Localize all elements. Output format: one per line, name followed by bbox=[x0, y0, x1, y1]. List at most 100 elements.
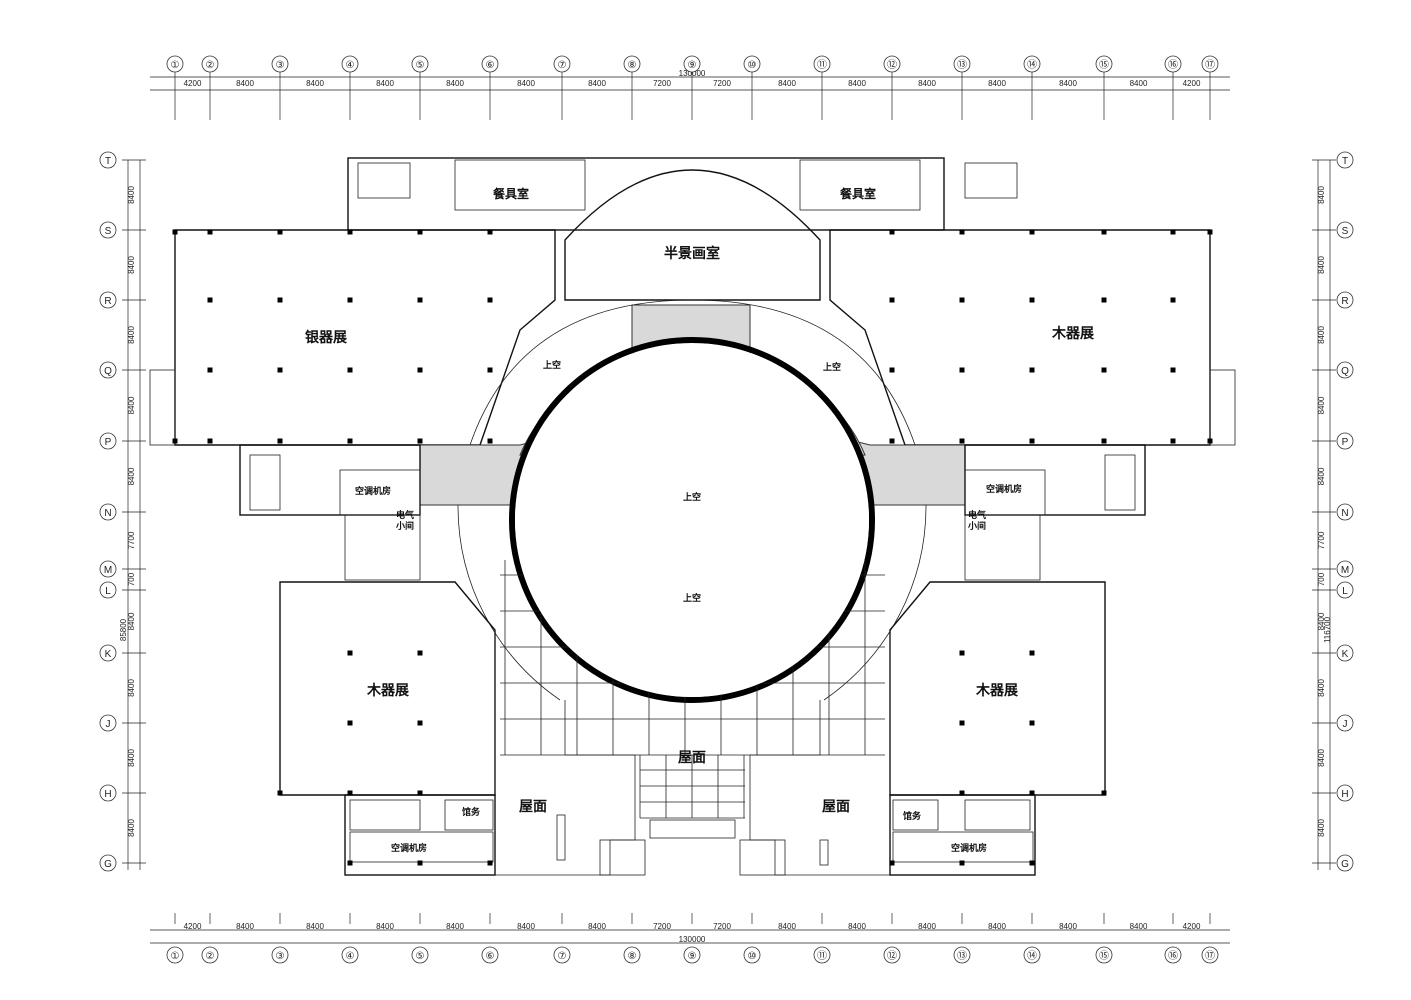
column bbox=[1170, 367, 1176, 373]
label-elec-right-1: 电气 bbox=[968, 509, 986, 521]
column bbox=[1101, 438, 1107, 444]
axis-label: J bbox=[1343, 719, 1348, 730]
axis-label: ⑨ bbox=[688, 60, 697, 71]
axis-label: ⑭ bbox=[1027, 950, 1037, 962]
dimension-label: 4200 bbox=[184, 79, 202, 88]
dimension-label: 8400 bbox=[1317, 612, 1326, 630]
axis-label: ④ bbox=[346, 60, 355, 71]
axis-bubble bbox=[1336, 151, 1354, 169]
axis-label: K bbox=[105, 649, 112, 660]
building bbox=[149, 157, 1236, 876]
axis-label: ⑫ bbox=[887, 59, 897, 71]
axis-label: ① bbox=[171, 60, 180, 71]
room-labels: 餐具室 餐具室 半景画室 银器展 木器展 上空 上空 上空 上空 空调机房 空调… bbox=[305, 186, 1094, 854]
axis-bubble bbox=[99, 291, 117, 309]
axis-bubble bbox=[201, 946, 219, 964]
column bbox=[207, 297, 213, 303]
label-wood-ne: 木器展 bbox=[1051, 325, 1094, 342]
label-wood-sw: 木器展 bbox=[366, 682, 409, 699]
column bbox=[959, 860, 965, 866]
label-ac-right: 空调机房 bbox=[986, 483, 1022, 495]
dimension-label: 8400 bbox=[1317, 819, 1326, 837]
column bbox=[207, 367, 213, 373]
column bbox=[347, 720, 353, 726]
axis-bubble bbox=[99, 151, 117, 169]
axis-bubble bbox=[341, 55, 359, 73]
axis-label: S bbox=[105, 226, 112, 237]
column bbox=[1029, 367, 1035, 373]
axis-label: ⑨ bbox=[688, 951, 697, 962]
column bbox=[277, 367, 283, 373]
total-width-bottom: 130000 bbox=[679, 935, 706, 944]
axis-bubble bbox=[743, 55, 761, 73]
dimension-label: 8400 bbox=[588, 922, 606, 931]
axis-bubble bbox=[99, 854, 117, 872]
dimension-label: 7700 bbox=[127, 531, 136, 549]
dimension-label: 8400 bbox=[1317, 679, 1326, 697]
axis-bubble bbox=[683, 55, 701, 73]
dimension-label: 8400 bbox=[1317, 256, 1326, 274]
axis-label: P bbox=[105, 437, 112, 448]
column bbox=[487, 229, 493, 235]
column bbox=[1207, 438, 1213, 444]
axis-bubble bbox=[1023, 55, 1041, 73]
axis-bubble bbox=[1336, 361, 1354, 379]
dimension-label: 8400 bbox=[848, 922, 866, 931]
dimension-label: 8400 bbox=[988, 922, 1006, 931]
total-height-right: 116700 bbox=[1323, 616, 1332, 643]
axis-bubble bbox=[1336, 581, 1354, 599]
axis-label: ⑥ bbox=[486, 60, 495, 71]
column bbox=[1170, 229, 1176, 235]
axis-label: ⑤ bbox=[416, 951, 425, 962]
dimension-label: 8400 bbox=[127, 679, 136, 697]
dimension-label: 8400 bbox=[588, 79, 606, 88]
axis-label: P bbox=[1342, 437, 1349, 448]
axis-bubble bbox=[883, 55, 901, 73]
column bbox=[347, 297, 353, 303]
column bbox=[207, 438, 213, 444]
label-tableware-right: 餐具室 bbox=[840, 186, 876, 201]
column bbox=[959, 438, 965, 444]
north-strip bbox=[347, 157, 945, 231]
label-staff-right: 馆务 bbox=[903, 810, 922, 822]
axis-label: ⑮ bbox=[1099, 59, 1109, 71]
axis-label: M bbox=[1341, 565, 1349, 576]
axis-label: ⑦ bbox=[558, 951, 567, 962]
dimension-label: 8400 bbox=[778, 79, 796, 88]
dimension-label: 8400 bbox=[127, 749, 136, 767]
axis-bubble bbox=[99, 644, 117, 662]
dimension-label: 8400 bbox=[127, 186, 136, 204]
column bbox=[487, 297, 493, 303]
dimension-label: 8400 bbox=[918, 922, 936, 931]
west-wing bbox=[174, 229, 556, 446]
dimension-label: 8400 bbox=[848, 79, 866, 88]
axis-bubble bbox=[99, 714, 117, 732]
dimension-label: 8400 bbox=[306, 79, 324, 88]
axis-bubble bbox=[271, 55, 289, 73]
axis-label: ⑧ bbox=[628, 951, 637, 962]
column bbox=[1029, 720, 1035, 726]
label-void-ring: 上空 bbox=[683, 592, 701, 604]
dimension-label: 8400 bbox=[1317, 186, 1326, 204]
column bbox=[1029, 790, 1035, 796]
column bbox=[417, 790, 423, 796]
axis-bubble bbox=[99, 361, 117, 379]
axis-bubble bbox=[813, 55, 831, 73]
label-ac-left: 空调机房 bbox=[355, 485, 391, 497]
column bbox=[959, 650, 965, 656]
dimension-label: 8400 bbox=[778, 922, 796, 931]
axis-label: ⑦ bbox=[558, 60, 567, 71]
axis-label: R bbox=[104, 296, 111, 307]
panorama-room bbox=[564, 169, 821, 301]
axis-bubble bbox=[813, 946, 831, 964]
column bbox=[207, 229, 213, 235]
column bbox=[889, 229, 895, 235]
axis-bubble bbox=[99, 432, 117, 450]
axis-label: J bbox=[106, 719, 111, 730]
label-ac-bottom-right: 空调机房 bbox=[951, 842, 987, 854]
axis-bubble bbox=[481, 946, 499, 964]
column bbox=[487, 367, 493, 373]
axis-label: ⑪ bbox=[817, 59, 827, 71]
column bbox=[1101, 367, 1107, 373]
